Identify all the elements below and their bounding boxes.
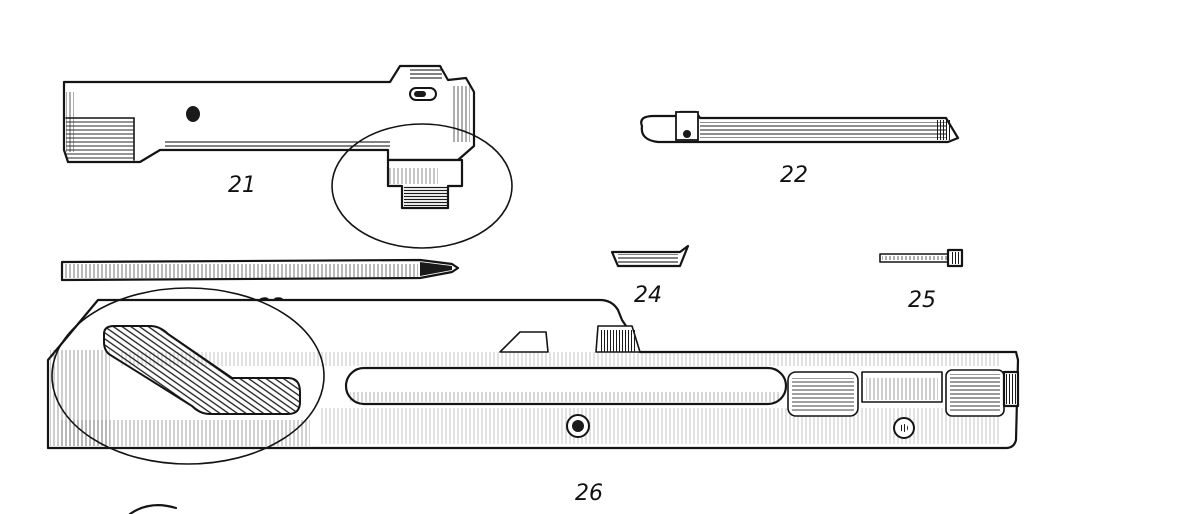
partial-arc-mark bbox=[128, 503, 178, 514]
part-23-drawing bbox=[60, 258, 460, 282]
part-21-drawing bbox=[62, 64, 513, 249]
part-26-drawing bbox=[46, 287, 1020, 465]
part-25-label: 25 bbox=[908, 288, 936, 313]
part-25-drawing bbox=[879, 248, 964, 268]
part-24-label: 24 bbox=[634, 283, 662, 308]
part-21-label: 21 bbox=[228, 173, 256, 198]
part-26-label: 26 bbox=[575, 481, 603, 506]
part-24-drawing bbox=[610, 244, 690, 268]
part-22-label: 22 bbox=[780, 163, 808, 188]
part-22-drawing bbox=[640, 110, 960, 144]
